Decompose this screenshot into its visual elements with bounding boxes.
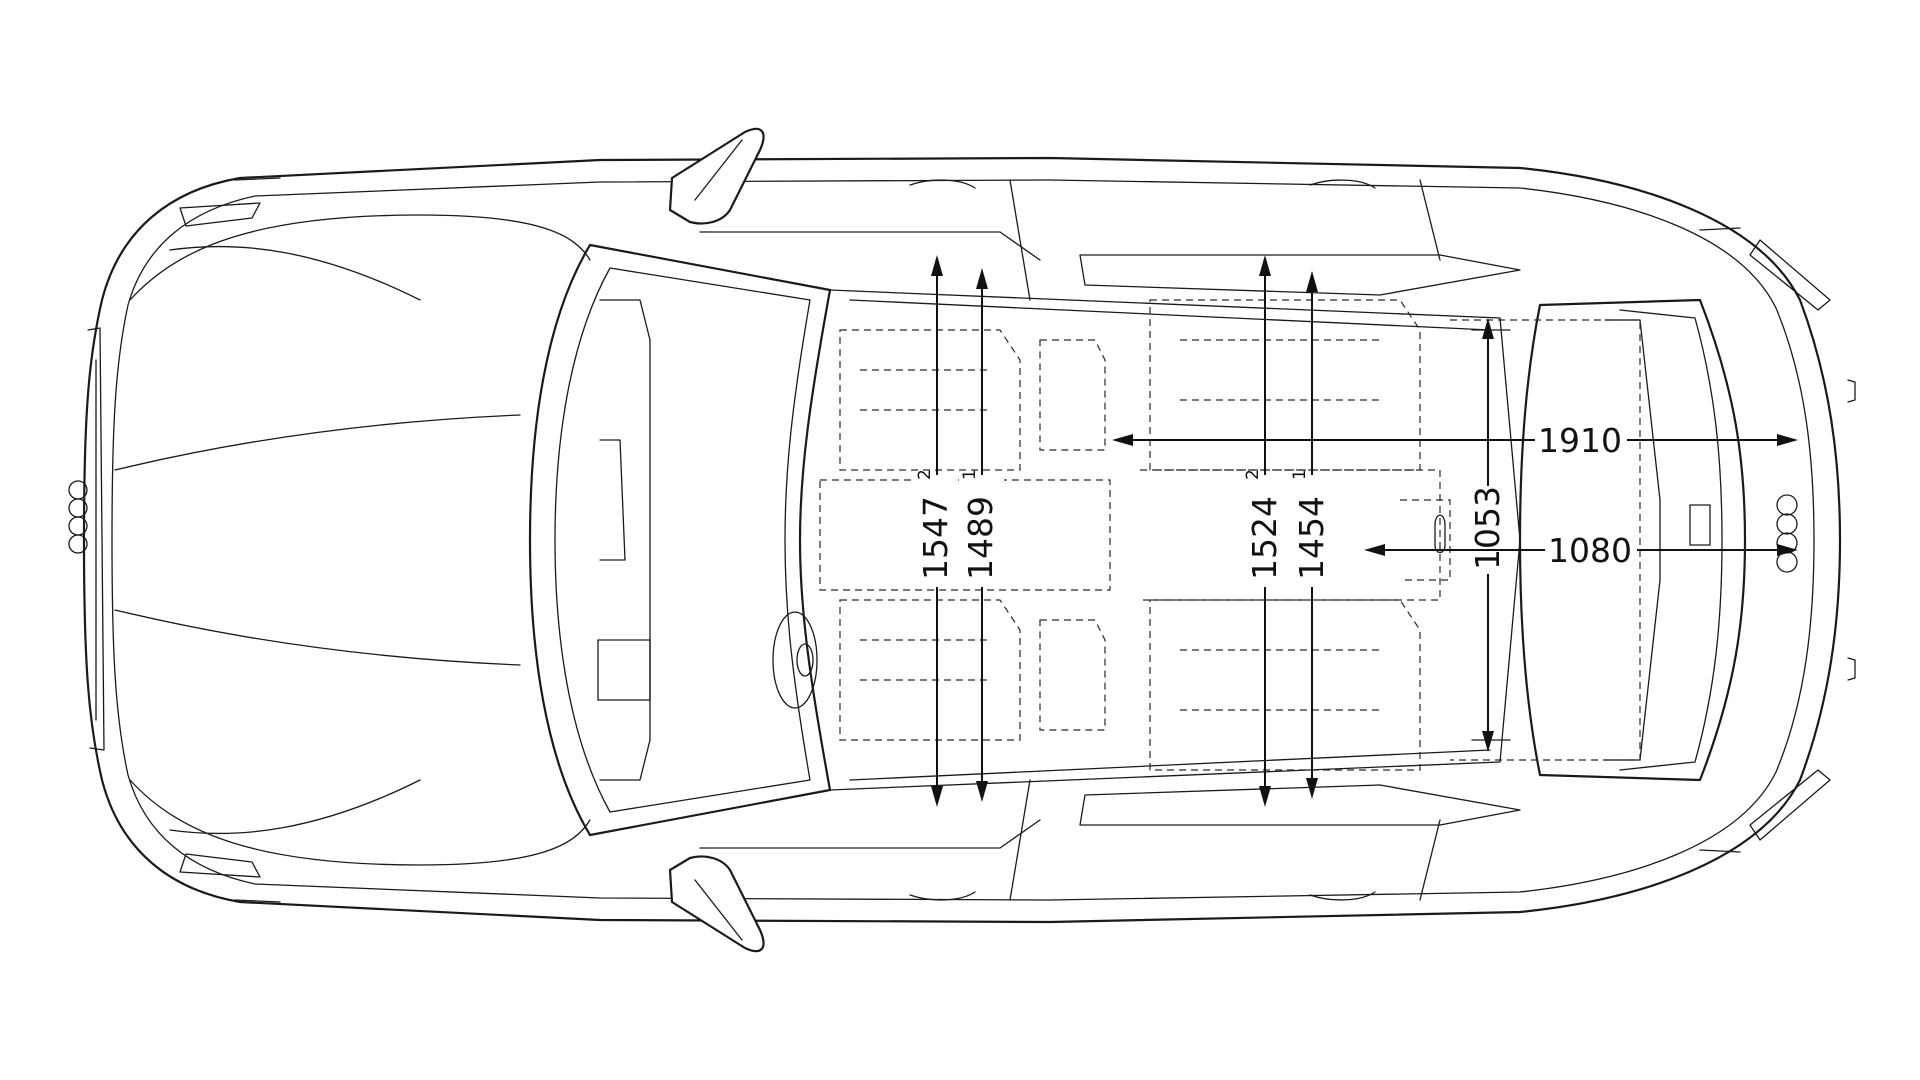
- load-floor-length-label: 1910: [1538, 421, 1622, 460]
- front-shoulder-room-dimension: 1547 2: [912, 255, 958, 807]
- interior-layout: [597, 299, 1711, 781]
- load-length-dimension: 1080: [1364, 528, 1798, 572]
- four-rings-icon: [1776, 494, 1798, 573]
- rear-elbow-room-note: 1: [1290, 469, 1310, 480]
- rear-elbow-room-dimension: 1454 1: [1290, 271, 1334, 799]
- left-mirror: [668, 127, 765, 225]
- car-body-outline: [82, 156, 1842, 924]
- right-mirror: [668, 855, 765, 953]
- front-elbow-room-note: 1: [960, 469, 980, 480]
- rear-elbow-room-label: 1454: [1292, 496, 1331, 580]
- dimension-lines: 1547 2 1489 1 1524 2 1454: [912, 255, 1798, 807]
- load-length-label: 1080: [1548, 531, 1632, 570]
- front-shoulder-room-note: 2: [915, 469, 935, 480]
- load-floor-width-label: 1053: [1468, 486, 1507, 570]
- rear-shoulder-room-dimension: 1524 2: [1242, 255, 1288, 807]
- car-body: [68, 127, 1856, 953]
- front-elbow-room-label: 1489: [961, 496, 1000, 580]
- load-floor-length-dimension: 1910: [1112, 418, 1798, 462]
- front-shoulder-room-label: 1547: [916, 496, 955, 580]
- four-rings-icon: [68, 480, 88, 554]
- front-elbow-room-dimension: 1489 1: [960, 268, 1004, 802]
- rear-shoulder-room-label: 1524: [1245, 496, 1284, 580]
- load-floor-width-dimension: 1053: [1466, 318, 1511, 752]
- rear-shoulder-room-note: 2: [1243, 469, 1263, 480]
